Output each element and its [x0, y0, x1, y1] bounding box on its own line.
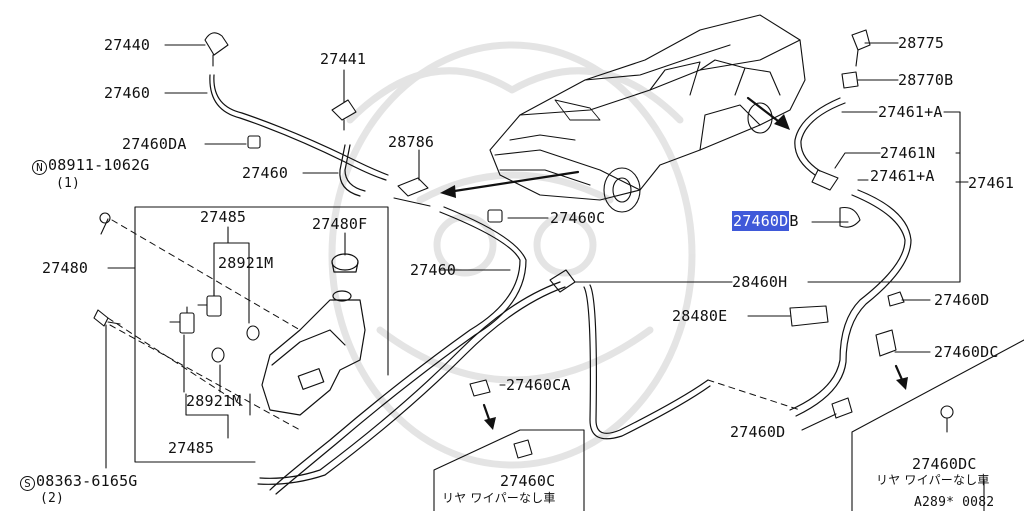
label-27461a-top: 27461+A [878, 103, 943, 121]
nut-symbol: N [32, 160, 47, 175]
screw-quantity: (2) [40, 491, 65, 506]
dashed-leaders [107, 219, 801, 431]
reservoir-frame [107, 206, 389, 463]
label-27461a-mid: 27461+A [870, 167, 935, 185]
label-27460ca: 27460CA [506, 376, 571, 394]
arrows [446, 96, 905, 424]
screw-part-number: 08363-6165G [36, 472, 138, 490]
note-rear-wiper-left: リヤ ワイパーなし車 [442, 491, 556, 505]
label-28770b: 28770B [898, 71, 954, 89]
leader-lines [100, 42, 969, 469]
note-boxes [433, 339, 1024, 511]
screw-symbol: S [20, 476, 35, 491]
label-27460c: 27460C [550, 209, 606, 227]
label-28480e: 28480E [672, 307, 728, 325]
figure-code: A289* 0082 [914, 495, 995, 510]
label-27480f: 27480F [312, 215, 368, 233]
label-27460d-right: 27460D [934, 291, 990, 309]
watermark [328, 41, 696, 469]
arrow-heads [440, 114, 908, 430]
label-28460h: 28460H [732, 273, 788, 291]
hoses [209, 74, 912, 495]
car-illustration [489, 14, 806, 213]
nut-part-number: 08911-1062G [48, 156, 150, 174]
label-27460-mid: 27460 [242, 164, 289, 182]
label-28921m-bottom: 28921M [186, 392, 242, 410]
label-27441: 27441 [320, 50, 367, 68]
label-27460db-suffix: B [789, 212, 799, 230]
washer-pumps [169, 289, 260, 363]
label-27460-lower: 27460 [410, 261, 457, 279]
label-27460db: 27460DB [732, 211, 799, 231]
label-27460dc-box: 27460DC [912, 455, 977, 473]
label-27485-bottom: 27485 [168, 439, 215, 457]
label-27461n: 27461N [880, 144, 936, 162]
label-27460dc: 27460DC [934, 343, 999, 361]
highlighted-part-number: 27460D [732, 211, 790, 231]
label-28921m-top: 28921M [218, 254, 274, 272]
label-27485-top: 27485 [200, 208, 247, 226]
label-28775: 28775 [898, 34, 945, 52]
label-27460c-box: 27460C [500, 472, 556, 490]
note-rear-wiper-right: リヤ ワイパーなし車 [876, 473, 990, 487]
nut-quantity: (1) [56, 176, 81, 191]
label-27460d-bottom: 27460D [730, 423, 786, 441]
label-28786: 28786 [388, 133, 435, 151]
label-27460da: 27460DA [122, 135, 187, 153]
label-27480: 27480 [42, 259, 89, 277]
reservoir-tank [261, 253, 366, 416]
label-27440: 27440 [104, 36, 151, 54]
label-27461: 27461 [968, 174, 1015, 192]
label-27460-upper: 27460 [104, 84, 151, 102]
small-parts [93, 29, 954, 459]
